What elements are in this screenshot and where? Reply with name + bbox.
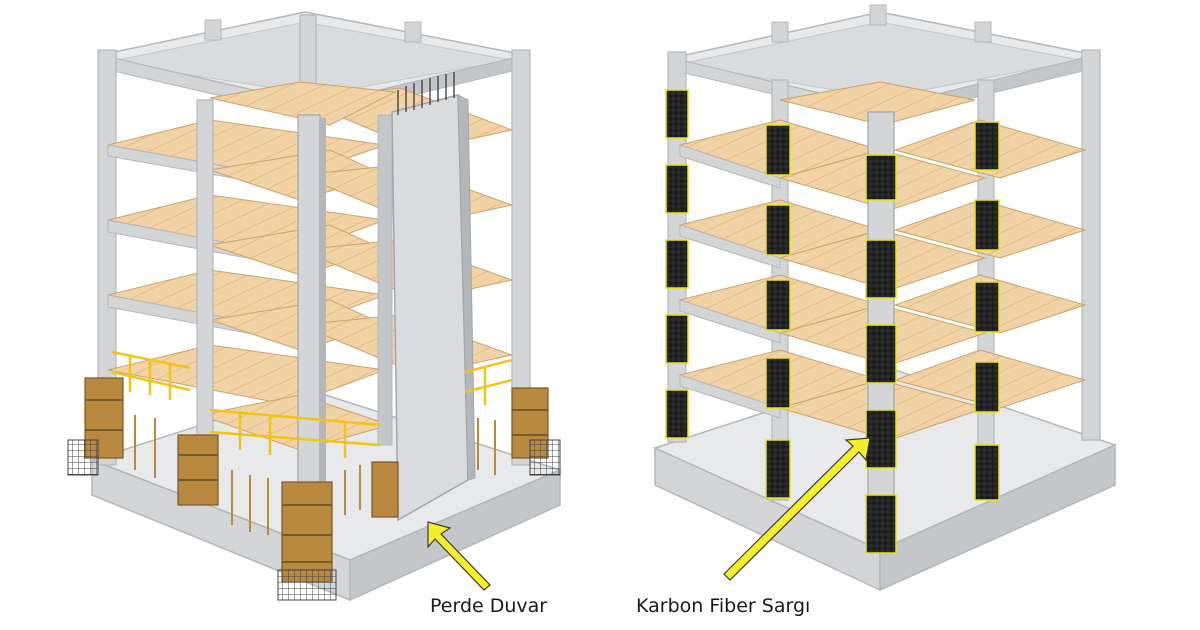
carbon-fiber-callout: Karbon Fiber Sargı — [636, 437, 871, 617]
wrap-mid-right-column — [974, 121, 1000, 501]
formwork-wall-base — [371, 461, 399, 518]
wrap-mid-left-column — [765, 124, 791, 499]
formwork-front-corner — [277, 481, 337, 601]
formwork-back-right — [511, 387, 561, 476]
shear-wall — [391, 72, 476, 522]
right-building-carbon-fiber-retrofit: Karbon Fiber Sargı — [636, 4, 1118, 617]
shoring-props — [134, 415, 496, 535]
carbon-fiber-label: Karbon Fiber Sargı — [636, 595, 810, 617]
left-front-column — [297, 114, 326, 516]
left-building-shear-wall-retrofit: Perde Duvar — [67, 11, 563, 617]
shear-wall-callout: Perde Duvar — [427, 521, 547, 617]
safety-railings — [111, 350, 513, 458]
shear-wall-label: Perde Duvar — [430, 595, 547, 617]
shear-wall-rebar — [397, 72, 455, 115]
carbon-fiber-wraps — [665, 89, 1000, 554]
wrap-front-column — [865, 154, 897, 554]
wrap-back-left-column — [665, 89, 689, 439]
column-formwork-jackets — [67, 377, 561, 601]
formwork-left-mid — [177, 434, 219, 506]
formwork-back-left — [67, 377, 124, 476]
